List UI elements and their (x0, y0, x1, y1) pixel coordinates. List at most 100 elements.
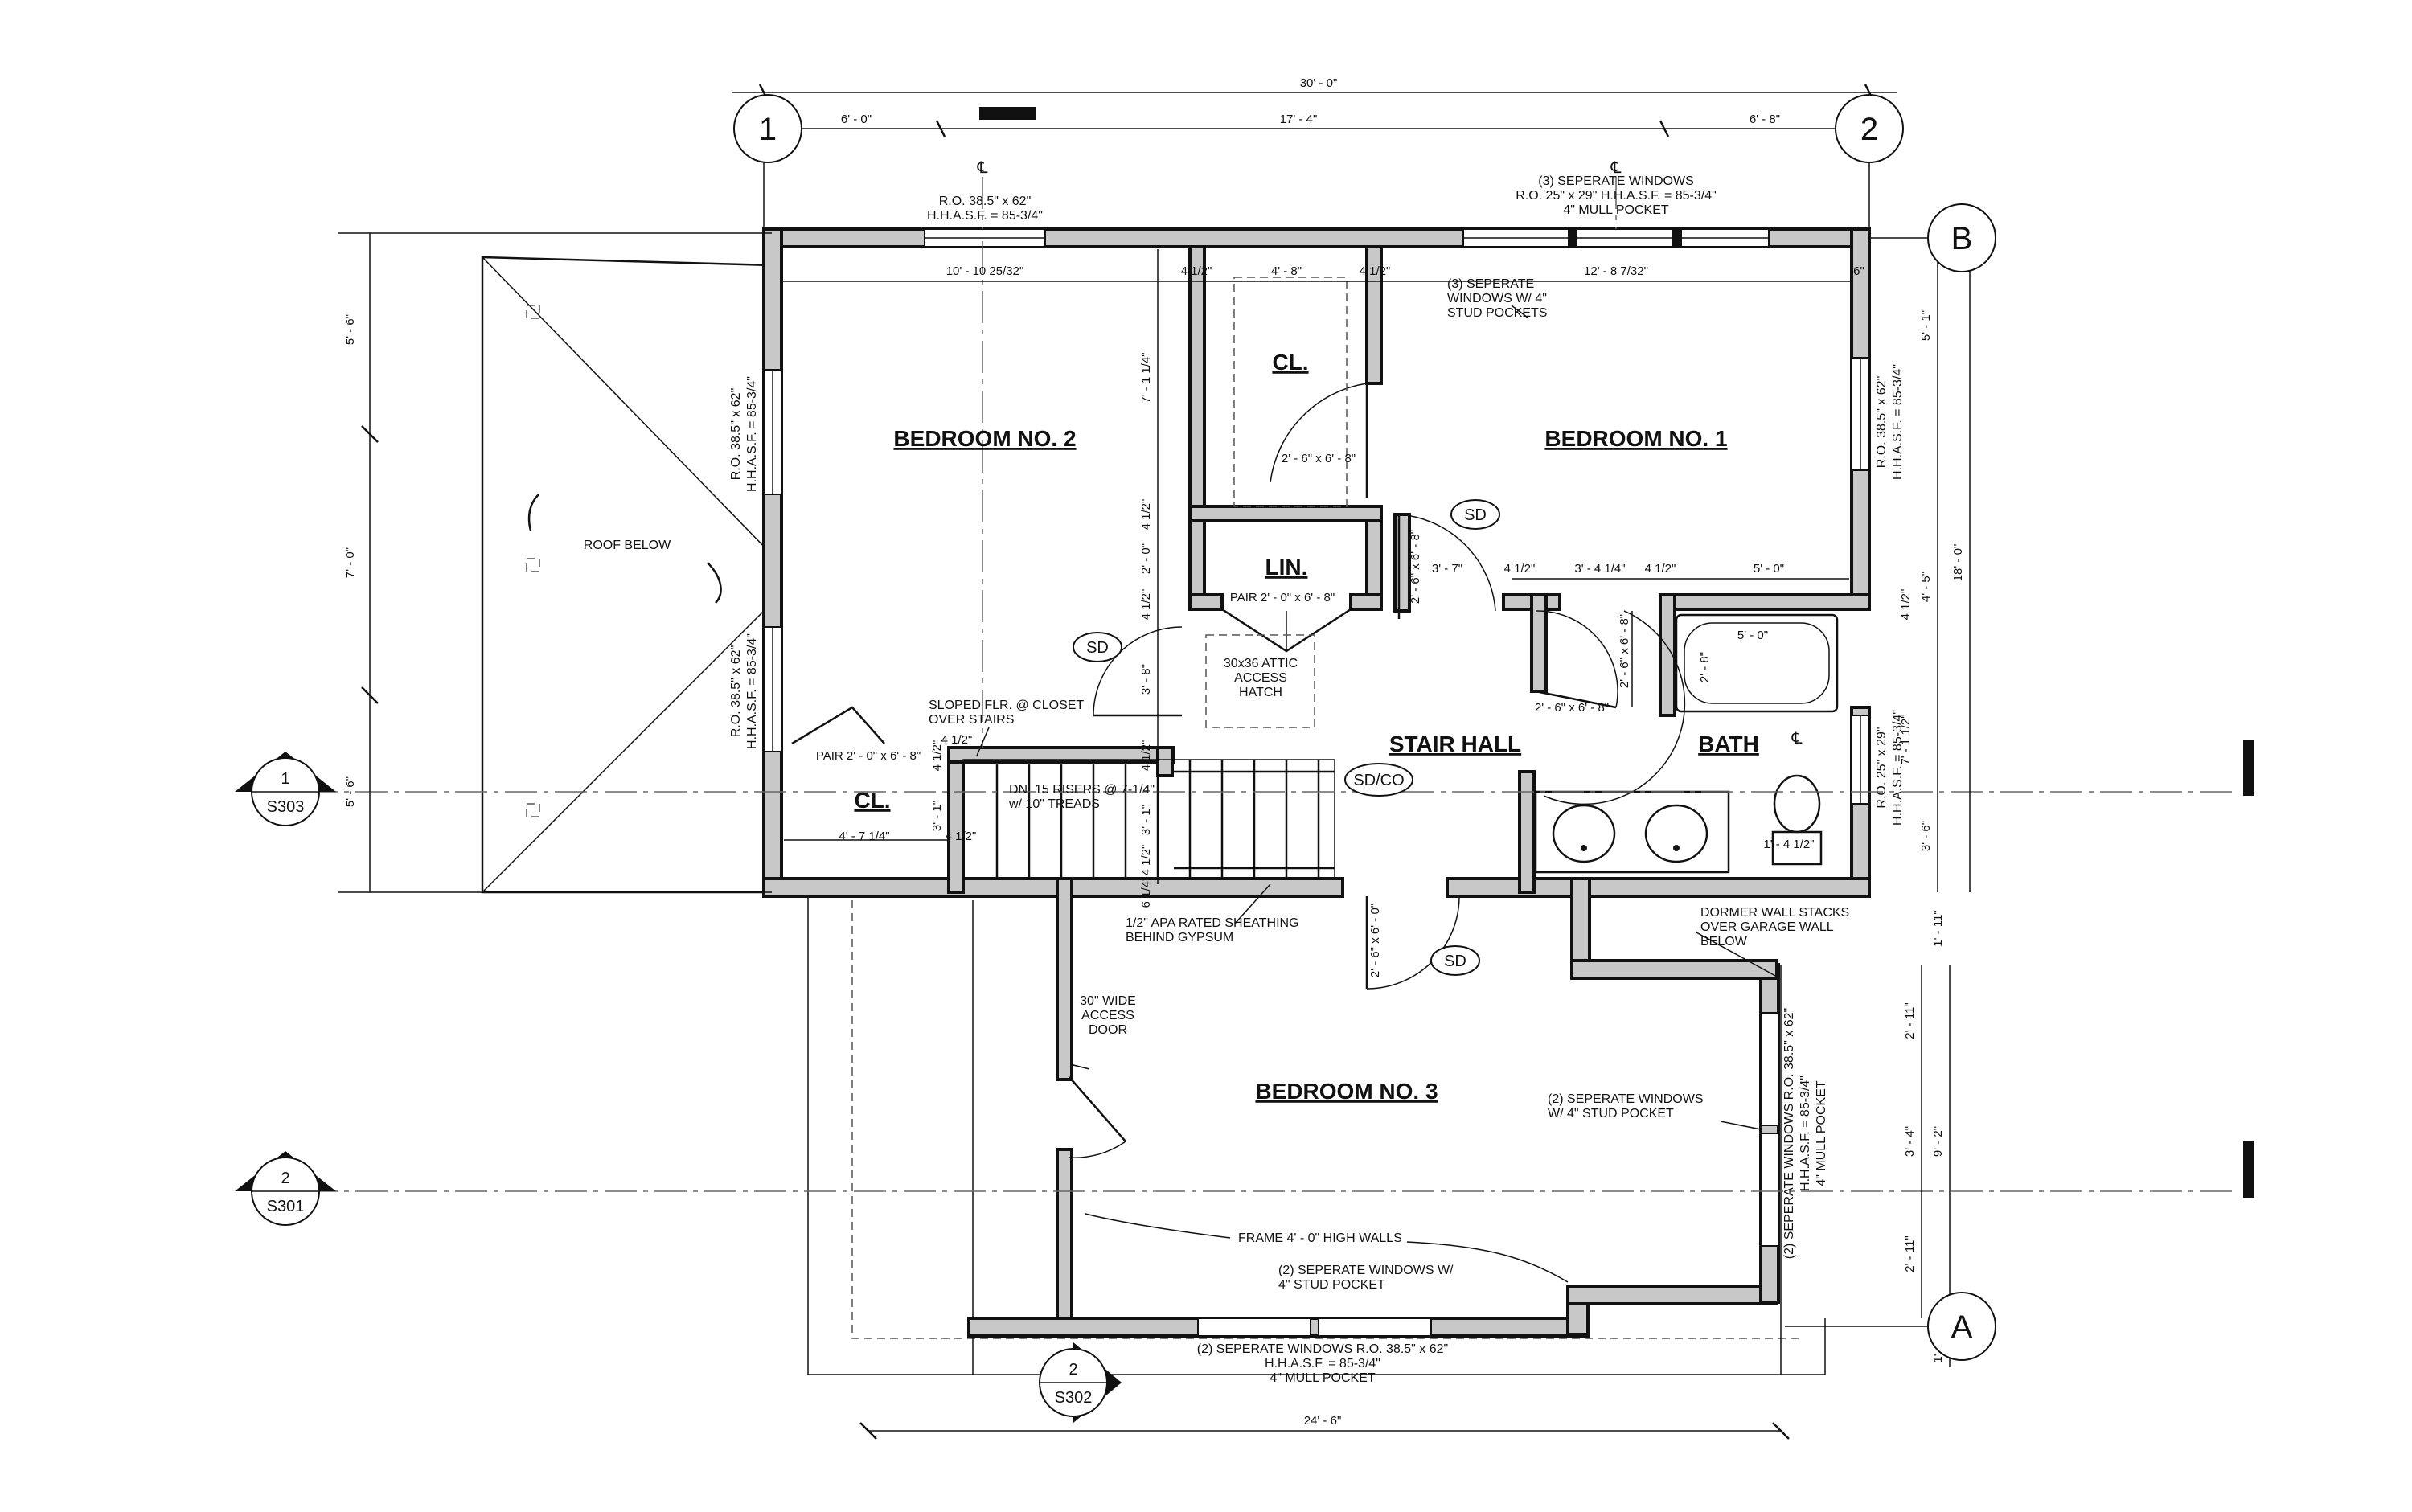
grid-bubble-a: A (1927, 1292, 1996, 1361)
grid-label-a: A (1951, 1309, 1973, 1345)
dim-bed3-e: 1' (1931, 1354, 1945, 1362)
grid-bubble-2: 2 (1835, 94, 1904, 163)
cl-symbol-top-right: ℄ (1610, 159, 1622, 177)
note-dormer-3: BELOW (1700, 935, 1748, 949)
bath-fixtures (1534, 613, 1839, 874)
note-frame: FRAME 4' - 0" HIGH WALLS (1238, 1231, 1402, 1245)
note-bed3-rwin-1: (2) SEPERATE WINDOWS R.O. 38.5" x 62" (1782, 1008, 1796, 1259)
dim-lin-b: 2' - 0" (1139, 543, 1153, 574)
room-closet-lower: CL. (854, 788, 890, 813)
note-win-inner-3: STUD POCKETS (1447, 306, 1547, 320)
drawing-notes: R.O. 38.5" x 62" H.H.A.S.F. = 85-3/4" (3… (584, 174, 1905, 1385)
section-num-2b: 2 (1069, 1361, 1077, 1379)
note-win-left-b-2: H.H.A.S.F. = 85-3/4" (745, 633, 759, 749)
room-linen: LIN. (1265, 555, 1308, 580)
dim-stair-g: 3' - 1" (930, 801, 944, 831)
note-win-left-a-2: H.H.A.S.F. = 85-3/4" (745, 376, 759, 492)
section-marker-s302: 2 S302 (1039, 1342, 1122, 1423)
note-win-top-right-2: R.O. 25" x 29" H.H.A.S.F. = 85-3/4" (1516, 189, 1717, 203)
note-access-1: 30" WIDE (1080, 994, 1136, 1008)
dim-right-c: 3' - 6" (1919, 821, 1933, 851)
dim-left-b: 7' - 0" (343, 547, 357, 578)
stairs (962, 759, 1335, 879)
note-bottom-win-2: H.H.A.S.F. = 85-3/4" (1265, 1357, 1380, 1371)
note-win-top-right-1: (3) SEPERATE WINDOWS (1538, 174, 1694, 188)
note-access-3: DOOR (1089, 1023, 1127, 1037)
note-bed3-win-1: (2) SEPERATE WINDOWS (1548, 1092, 1704, 1106)
note-win-inner-1: (3) SEPERATE (1447, 277, 1534, 291)
dim-int-top-mid-a: 4 1/2" (1181, 264, 1212, 278)
dim-stair-c: 3' - 1" (1139, 805, 1153, 835)
note-sloped-1: SLOPED FLR. @ CLOSET (929, 699, 1084, 712)
dim-hall-b: 4 1/2" (1504, 562, 1536, 576)
note-bottom-win-1: (2) SEPERATE WINDOWS R.O. 38.5" x 62" (1197, 1342, 1448, 1356)
note-win-top-right-3: 4" MULL POCKET (1563, 203, 1669, 217)
attic-hatch (1205, 277, 1348, 728)
note-attic-3: HATCH (1239, 686, 1282, 699)
door-cl-lower: PAIR 2' - 0" x 6' - 8" (816, 749, 921, 763)
note-win-right-a-1: R.O. 38.5" x 62" (1875, 376, 1889, 469)
dim-int-top-right: 12' - 8 7/32" (1584, 264, 1648, 278)
section-marker-s301: 2 S301 (235, 1151, 336, 1226)
grid-label-b: B (1951, 221, 1973, 256)
dim-bed3-c: 3' - 4" (1903, 1126, 1917, 1157)
dim-overall-top: 30' - 0" (1300, 76, 1338, 90)
note-apa-2: BEHIND GYPSUM (1126, 931, 1233, 944)
note-bed3-bwin-2: 4" STUD POCKET (1278, 1278, 1385, 1292)
door-bed3: 2' - 6" x 6' - 0" (1368, 904, 1382, 977)
note-sloped-2: OVER STAIRS (929, 713, 1014, 727)
dim-tub: 5' - 0" (1737, 629, 1768, 642)
section-sheet-s301: S301 (267, 1198, 305, 1215)
room-labels: BEDROOM NO. 2 BEDROOM NO. 1 BEDROOM NO. … (854, 350, 1758, 1104)
dim-right-overall: 18' - 0" (1951, 544, 1965, 582)
section-num-2a: 2 (281, 1170, 289, 1187)
note-access-2: ACCESS (1081, 1009, 1134, 1022)
note-stairs-2: w/ 10" TREADS (1008, 797, 1100, 811)
windows (763, 228, 1870, 1337)
dimension-lines (338, 84, 1971, 1440)
dim-lin-c: 4 1/2" (1139, 589, 1153, 621)
cl-symbol-top-left: ℄ (977, 159, 988, 177)
grid-label-2: 2 (1860, 112, 1878, 147)
note-roof-below: ROOF BELOW (584, 539, 671, 552)
dim-int-top-6: 6" (1853, 264, 1864, 278)
dim-int-top-mid-b: 4' - 8" (1271, 264, 1302, 278)
dim-tub-w: 2' - 8" (1698, 652, 1712, 682)
dim-top-a: 6' - 0" (841, 113, 872, 126)
door-lin: PAIR 2' - 0" x 6' - 8" (1230, 591, 1335, 604)
dim-stair-e: 6 1/4" (1139, 877, 1153, 908)
dim-hall-a: 3' - 7" (1432, 562, 1462, 576)
dim-right-a: 5' - 1" (1919, 310, 1933, 341)
room-closet-upper: CL. (1272, 350, 1308, 375)
note-dormer-2: OVER GARAGE WALL (1700, 920, 1834, 934)
room-bedroom-1: BEDROOM NO. 1 (1544, 426, 1727, 451)
door-labels: 2' - 6" x 6' - 8" PAIR 2' - 0" x 6' - 8"… (816, 452, 1631, 977)
roof-below-outline (481, 256, 773, 894)
note-win-right-b-1: R.O. 25" x 29" (1875, 727, 1889, 808)
room-bedroom-3: BEDROOM NO. 3 (1255, 1079, 1438, 1104)
note-bed3-win-2: W/ 4" STUD POCKET (1548, 1107, 1674, 1121)
dim-stair-h: 4 1/2" (946, 830, 977, 843)
room-bedroom-2: BEDROOM NO. 2 (893, 426, 1076, 451)
note-win-top-left-1: R.O. 38.5" x 62" (939, 195, 1032, 208)
dim-right-e: 7' - 1 1/2" (1899, 714, 1913, 764)
note-win-right-b-2: H.H.A.S.F. = 85-3/4" (1891, 710, 1905, 826)
dim-bottom-overall: 24' - 6" (1304, 1414, 1342, 1428)
smoke-detector-tags: SD SD SD SD/CO (1073, 499, 1500, 976)
dim-int-top-left: 10' - 10 25/32" (946, 264, 1024, 278)
room-bath: BATH (1698, 731, 1759, 756)
leader-lines (976, 305, 1778, 1283)
door-cl-upper: 2' - 6" x 6' - 8" (1282, 452, 1356, 465)
note-bottom-win-3: 4" MULL POCKET (1270, 1371, 1376, 1385)
note-win-top-left-2: H.H.A.S.F. = 85-3/4" (927, 209, 1043, 223)
dim-hall-c: 3' - 4 1/4" (1574, 562, 1625, 576)
note-bed3-rwin-2: H.H.A.S.F. = 85-3/4" (1799, 1076, 1812, 1191)
cl-symbol-bath: ℄ (1791, 730, 1803, 748)
section-num-1: 1 (281, 770, 289, 788)
dim-bed3-d: 2' - 11" (1903, 1235, 1917, 1272)
note-apa-1: 1/2" APA RATED SHEATHING (1126, 916, 1299, 930)
door-bath-b: 2' - 6" x 6' - 8" (1535, 701, 1609, 715)
dimension-text: 30' - 0" 6' - 0" 17' - 4" 6' - 8" 10' - … (343, 76, 1965, 1428)
grid-bubble-b: B (1927, 203, 1996, 272)
